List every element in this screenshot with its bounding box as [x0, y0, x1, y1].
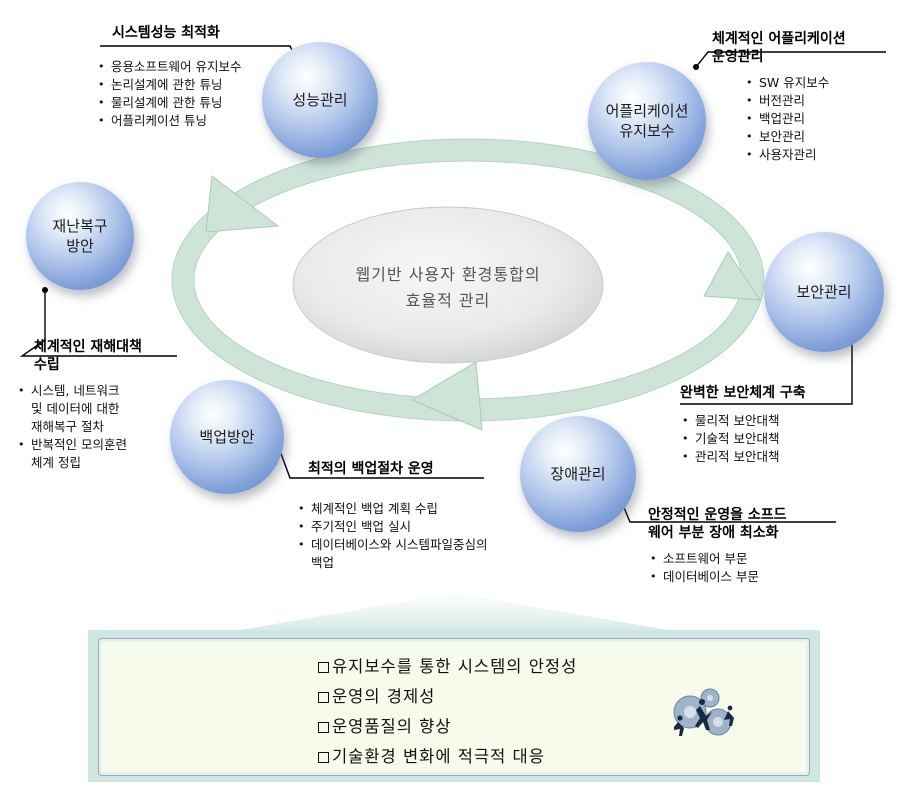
checkbox-square-icon	[318, 721, 329, 733]
list-item: 응용소프트웨어 유지보수	[96, 58, 241, 76]
summary-item-label: 기술환경 변화에 적극적 대응	[332, 747, 545, 766]
list-item: 시스템, 네트워크 및 데이터에 대한 재해복구 절차	[16, 382, 127, 436]
list-item: 반복적인 모의훈련 체계 정립	[16, 436, 127, 472]
list-item: 백업관리	[744, 110, 829, 128]
connector-app	[695, 51, 886, 68]
performance-title: 시스템성능 최적화	[112, 25, 220, 41]
arrow-head-lower	[410, 361, 483, 431]
arrow-head-right	[703, 251, 761, 301]
disaster-title: 체계적인 재해대책 수립	[34, 339, 142, 374]
fade-triangle	[240, 593, 668, 630]
summary-item-label: 운영의 경제성	[332, 687, 436, 706]
summary-item: 기술환경 변화에 적극적 대응	[318, 742, 577, 772]
checkbox-square-icon	[318, 661, 329, 673]
sphere-disaster: 재난복구 방안	[26, 182, 134, 290]
summary-item-label: 유지보수를 통한 시스템의 안정성	[332, 657, 578, 676]
summary-item: 유지보수를 통한 시스템의 안정성	[318, 652, 577, 682]
fault-list: 소프트웨어 부문 데이터베이스 부문	[648, 550, 759, 586]
summary-item: 운영의 경제성	[318, 682, 577, 712]
sphere-performance-label: 성능관리	[292, 90, 348, 109]
list-item: 데이터베이스와 시스템파일중심의 백업	[296, 536, 487, 572]
list-item: 데이터베이스 부문	[648, 568, 759, 586]
sphere-security-label: 보안관리	[796, 282, 852, 301]
fault-title: 안정적인 운영을 소프드 웨어 부분 장애 최소화	[648, 507, 787, 542]
list-item: SW 유지보수	[744, 74, 829, 92]
disaster-list: 시스템, 네트워크 및 데이터에 대한 재해복구 절차 반복적인 모의훈련 체계…	[16, 382, 127, 472]
list-item: 버전관리	[744, 92, 829, 110]
sphere-fault: 장애관리	[520, 416, 636, 532]
app-list: SW 유지보수 버전관리 백업관리 보안관리 사용자관리	[744, 74, 829, 164]
gears-people-icon	[673, 688, 734, 736]
sphere-backup: 백업방안	[170, 380, 284, 494]
list-item: 주기적인 백업 실시	[296, 518, 487, 536]
arrow-head-upper-left	[205, 175, 280, 233]
app-title: 체계적인 어플리케이션 운영관리	[712, 31, 846, 66]
list-item: 논리설계에 관한 튜닝	[96, 76, 241, 94]
backup-title: 최적의 백업절차 운영	[308, 461, 434, 477]
connector-security	[680, 338, 853, 405]
list-item: 관리적 보안대책	[680, 448, 779, 466]
sphere-app-maintenance: 어플리케이션 유지보수	[588, 62, 706, 180]
summary-item-label: 운영품질의 향상	[332, 717, 452, 736]
sphere-backup-label: 백업방안	[199, 427, 255, 446]
backup-list: 체계적인 백업 계획 수립 주기적인 백업 실시 데이터베이스와 시스템파일중심…	[296, 500, 487, 572]
sphere-fault-label: 장애관리	[550, 464, 606, 483]
checkbox-square-icon	[318, 691, 329, 703]
list-item: 물리설계에 관한 튜닝	[96, 94, 241, 112]
list-item: 물리적 보안대책	[680, 412, 779, 430]
performance-list: 응용소프트웨어 유지보수 논리설계에 관한 튜닝 물리설계에 관한 튜닝 어플리…	[96, 58, 241, 130]
list-item: 기술적 보안대책	[680, 430, 779, 448]
checkbox-square-icon	[318, 751, 329, 763]
center-title: 웹기반 사용자 환경통합의 효율적 관리	[355, 265, 541, 310]
list-item: 체계적인 백업 계획 수립	[296, 500, 487, 518]
list-item: 소프트웨어 부문	[648, 550, 759, 568]
sphere-security: 보안관리	[764, 232, 884, 352]
sphere-performance: 성능관리	[262, 42, 378, 158]
center-oval	[292, 206, 604, 364]
list-item: 어플리케이션 튜닝	[96, 112, 241, 130]
summary-item: 운영품질의 향상	[318, 712, 577, 742]
sphere-disaster-label: 재난복구 방안	[52, 216, 108, 255]
summary-list: 유지보수를 통한 시스템의 안정성 운영의 경제성 운영품질의 향상 기술환경 …	[318, 652, 577, 772]
security-list: 물리적 보안대책 기술적 보안대책 관리적 보안대책	[680, 412, 779, 466]
sphere-app-maintenance-label: 어플리케이션 유지보수	[605, 101, 689, 140]
connector-disaster	[19, 290, 177, 357]
list-item: 사용자관리	[744, 146, 829, 164]
security-title: 완벽한 보안체계 구축	[680, 385, 806, 401]
list-item: 보안관리	[744, 128, 829, 146]
